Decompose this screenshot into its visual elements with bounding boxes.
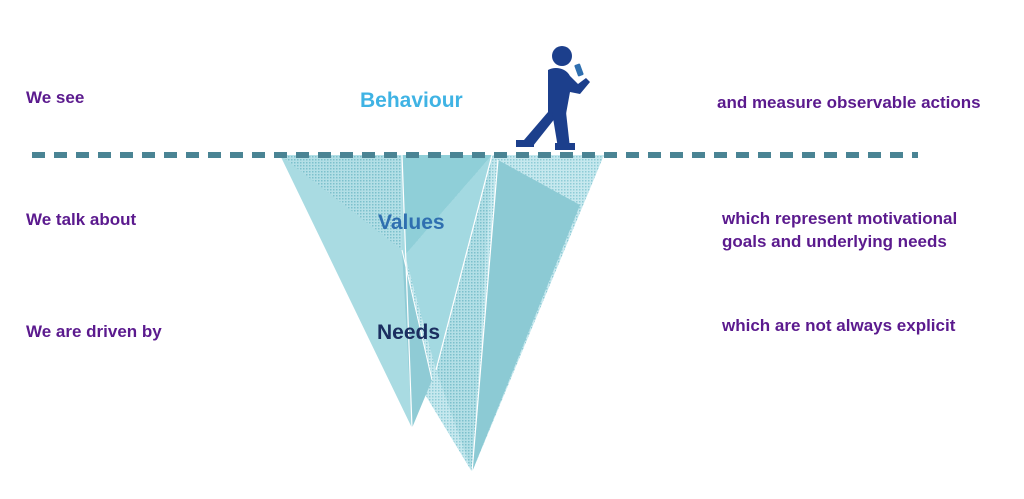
row-top-right-text: and measure observable actions bbox=[717, 93, 981, 112]
row-top-left-label: We see bbox=[26, 88, 85, 107]
iceberg-facet-right-inner bbox=[436, 155, 492, 472]
iceberg-facet-right bbox=[472, 160, 580, 472]
iceberg bbox=[280, 154, 604, 473]
needs-label: Needs bbox=[377, 321, 441, 344]
iceberg-facet-left-inner bbox=[402, 250, 432, 428]
behaviour-label: Behaviour bbox=[360, 89, 463, 112]
row-middle-left-label: We talk about bbox=[26, 210, 137, 229]
row-middle-right-text-line1: which represent motivational bbox=[722, 209, 958, 228]
iceberg-facet-left-top bbox=[280, 155, 402, 250]
row-middle-right-text-line2: goals and underlying needs bbox=[722, 232, 947, 251]
iceberg-facet-center bbox=[402, 155, 492, 255]
row-bottom-left-label: We are driven by bbox=[26, 322, 162, 341]
iceberg-facet-right-top bbox=[498, 155, 604, 205]
person-looking-at-phone-icon bbox=[516, 46, 590, 150]
values-label: Values bbox=[378, 211, 445, 234]
iceberg-facet-center-low bbox=[405, 155, 492, 370]
row-bottom-right-text: which are not always explicit bbox=[722, 316, 956, 335]
